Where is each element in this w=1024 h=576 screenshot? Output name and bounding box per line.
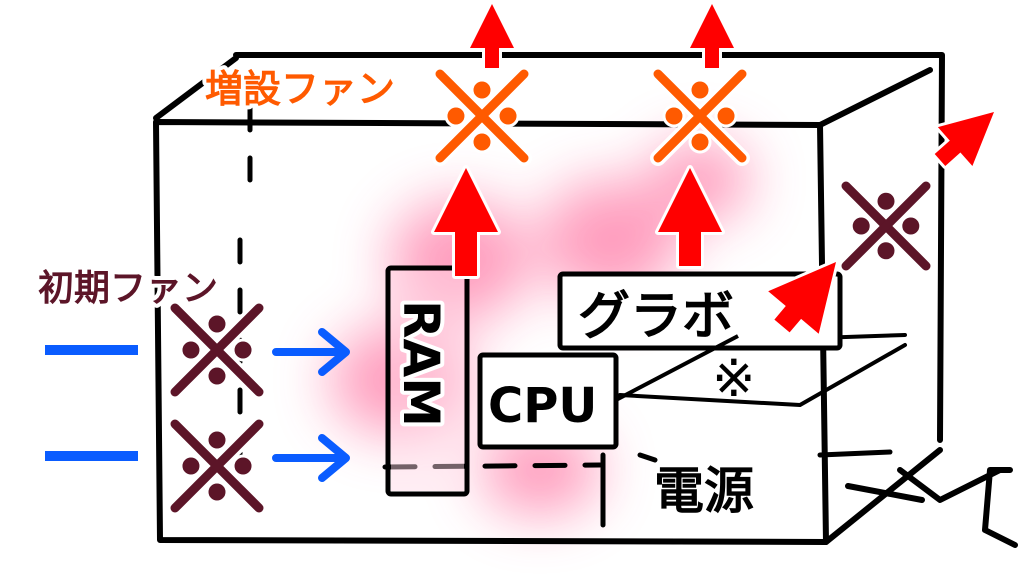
case-top-back-edge bbox=[233, 52, 945, 443]
pc-case bbox=[153, 52, 1018, 548]
rear-fan-icon bbox=[838, 178, 934, 274]
exhaust-arrow-top-left bbox=[467, 1, 517, 71]
intake-dashes bbox=[45, 345, 138, 461]
intake-arrow-top-icon bbox=[272, 328, 350, 376]
initial-fan-bottom-icon bbox=[167, 416, 267, 516]
added-fan-right-icon bbox=[650, 66, 750, 166]
case-top-left-edge bbox=[153, 55, 239, 121]
exhaust-arrow-ram bbox=[431, 165, 501, 279]
label-gpu: グラボ bbox=[578, 287, 734, 347]
case-foot bbox=[845, 467, 1018, 548]
intake-arrow-bottom-icon bbox=[272, 434, 350, 482]
gpu-fan-icon: ※ bbox=[712, 349, 756, 409]
label-ram: RAM bbox=[392, 300, 450, 427]
case-inner-dashed-line bbox=[237, 105, 253, 473]
initial-fan-top-icon bbox=[167, 300, 267, 400]
label-added-fan: 増設ファン bbox=[205, 67, 395, 111]
case-bottom-right-edge bbox=[823, 447, 943, 545]
exhaust-arrow-top-right bbox=[687, 1, 737, 71]
ram-module bbox=[385, 265, 470, 497]
case-top-right-edge bbox=[817, 67, 933, 128]
psu-divider bbox=[600, 449, 893, 528]
exhaust-arrow-gpu bbox=[655, 165, 725, 269]
label-cpu: CPU bbox=[488, 378, 597, 434]
label-psu: 電源 bbox=[654, 462, 754, 520]
label-initial-fan: 初期ファン bbox=[38, 268, 218, 309]
cpu-chip bbox=[477, 334, 739, 450]
motherboard-divider bbox=[382, 462, 603, 470]
exhaust-arrow-rear bbox=[931, 109, 997, 169]
exhaust-arrow-gpu-rear bbox=[765, 259, 839, 337]
added-fan-left-icon bbox=[432, 66, 532, 166]
